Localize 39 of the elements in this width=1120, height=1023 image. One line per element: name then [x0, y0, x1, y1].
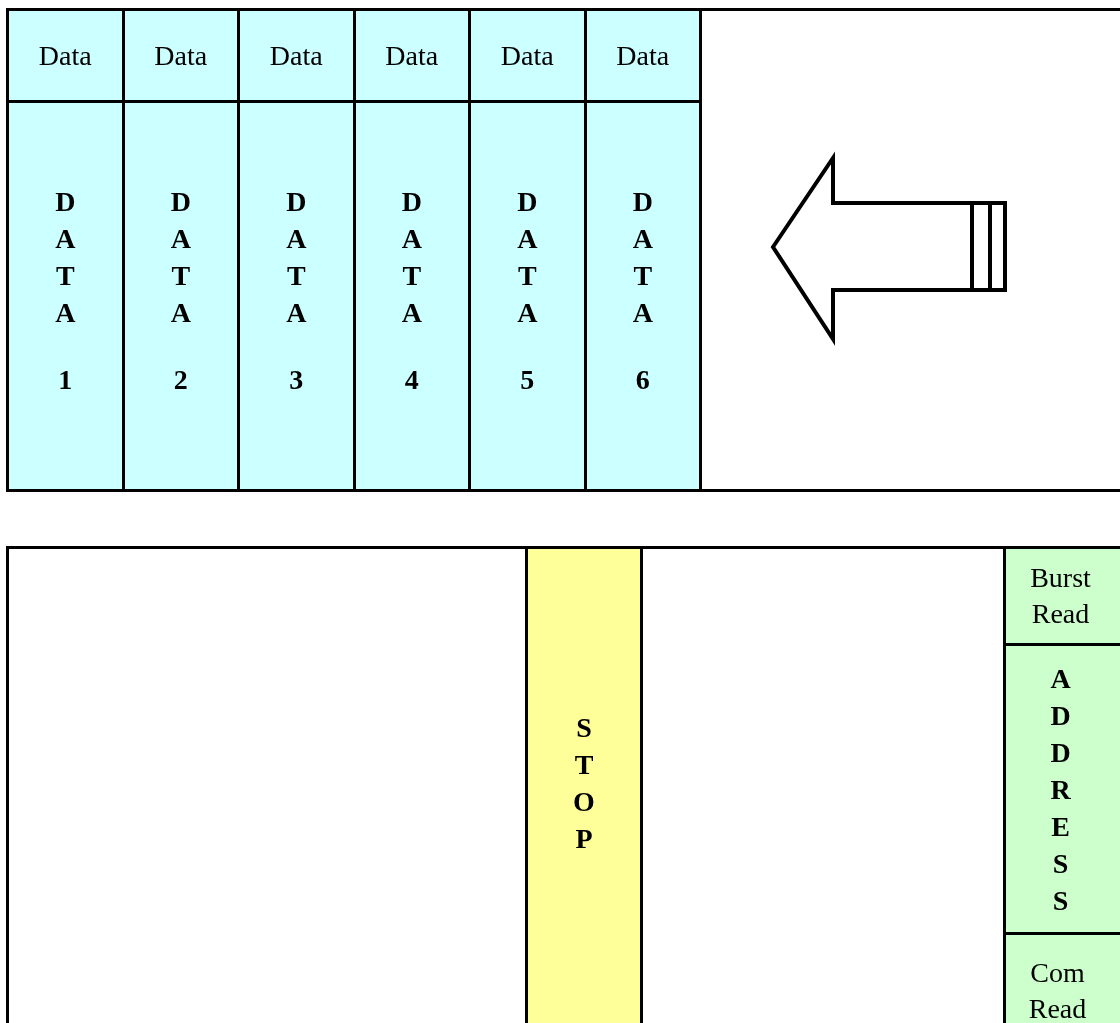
- column-label: 4: [403, 363, 420, 397]
- field-label: Burst Read: [1029, 561, 1092, 631]
- field-cell: [1003, 549, 1120, 646]
- data-column: [586, 103, 702, 489]
- panel-frame: [6, 546, 1120, 1023]
- header-label: Data: [38, 38, 92, 73]
- column-header: [124, 11, 240, 103]
- column-header: [9, 11, 125, 103]
- column-label: DATA: [516, 185, 539, 330]
- column-label: STOP: [572, 711, 596, 856]
- column-label: 5: [519, 363, 536, 397]
- data-column: [355, 103, 471, 489]
- data-column: [9, 103, 125, 489]
- header-label: Data: [154, 38, 208, 73]
- header-label: Data: [616, 38, 670, 73]
- column-label: DATA: [400, 185, 423, 330]
- column-label: DATA: [54, 185, 77, 330]
- stop-column: [525, 549, 643, 1023]
- column-label: DATA: [285, 185, 308, 330]
- column-label: 1: [57, 363, 74, 397]
- data-column: [240, 103, 356, 489]
- data-column: [471, 103, 587, 489]
- data-column: [124, 103, 240, 489]
- column-header: [586, 11, 702, 103]
- panel-frame: [6, 8, 1120, 492]
- column-header: [471, 11, 587, 103]
- column-label: ADDRESS: [1049, 662, 1072, 918]
- header-label: Data: [269, 38, 323, 73]
- column-label: 2: [172, 363, 189, 397]
- column-header: [240, 11, 356, 103]
- column-label: 3: [288, 363, 305, 397]
- header-label: Data: [385, 38, 439, 73]
- address-column: [1003, 646, 1120, 935]
- field-label: Com Read: [1027, 956, 1088, 1023]
- column-label: 6: [634, 363, 651, 397]
- header-label: Data: [500, 38, 554, 73]
- column-label: DATA: [169, 185, 192, 330]
- column-header: [355, 11, 471, 103]
- column-label: DATA: [631, 185, 654, 330]
